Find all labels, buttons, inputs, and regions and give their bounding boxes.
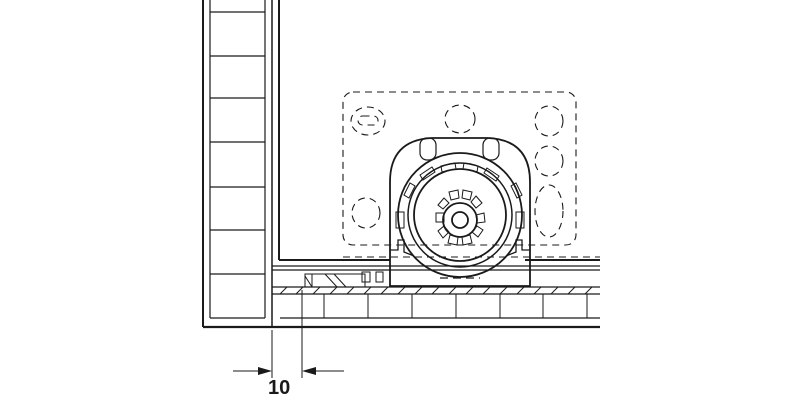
arrow-right-icon (258, 367, 272, 375)
roller-wheel (397, 152, 523, 279)
mounting-plate-hidden (342, 91, 600, 258)
side-panel (202, 0, 273, 327)
outer-ring-slots (403, 162, 523, 199)
arrow-left-icon (302, 367, 316, 375)
inner-frame (272, 0, 600, 271)
inner-ring-slots (435, 189, 486, 246)
roller-housing (389, 137, 531, 287)
dimension-10 (233, 290, 344, 378)
dimension-label: 10 (268, 377, 291, 399)
bottom-rail (203, 286, 600, 329)
profile-insert (304, 271, 384, 288)
dimension-arrows (258, 367, 316, 375)
